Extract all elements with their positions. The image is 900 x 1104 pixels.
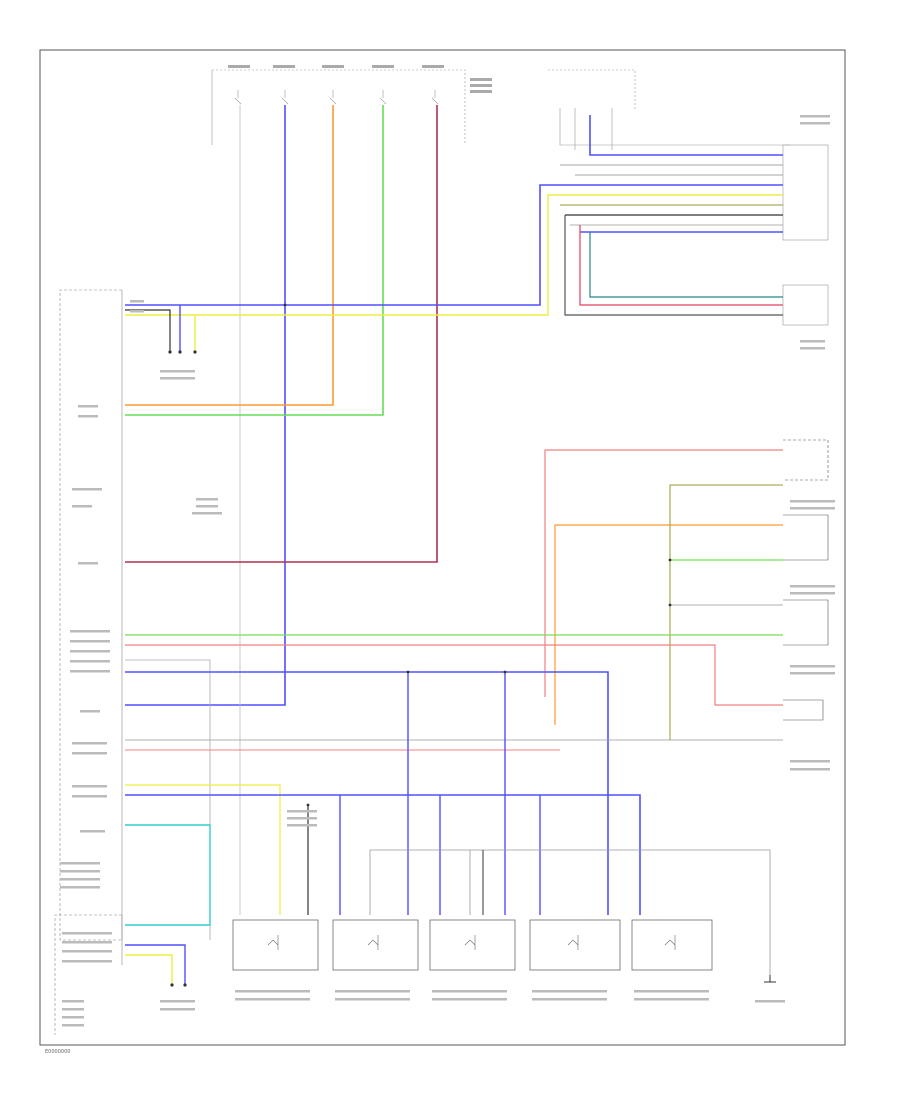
wire-blue-bus: [125, 184, 783, 306]
wire-dark-bus: [125, 309, 171, 352]
fuse-block-top: [211, 69, 466, 145]
wire-dark-loop: [564, 215, 783, 316]
wire-yellow-bus: [125, 194, 783, 316]
fuse-2: [281, 90, 289, 105]
control-unit-bottom: [54, 914, 123, 1035]
wire-teal-loop: [589, 232, 783, 298]
actuator-symbols: [267, 935, 676, 950]
wire-blue-long: [125, 671, 609, 915]
fuse-small-labels: [228, 65, 492, 93]
wire-gray-long: [125, 659, 211, 940]
wire-pink-long: [125, 644, 783, 706]
fuse-5: [431, 90, 439, 105]
wire-blue-top-right: [589, 115, 783, 156]
wire-pink-loop: [579, 225, 783, 306]
wire-orange-fuse: [125, 105, 334, 406]
diagram-frame: [39, 49, 846, 1046]
wire-yellow-act: [125, 784, 281, 915]
actuator-5: [631, 919, 713, 971]
wire-darkred-fuse: [125, 105, 438, 563]
fuse-1: [234, 90, 242, 105]
actuator-1: [232, 919, 319, 971]
footer-code: E0000000: [45, 1049, 70, 1055]
connector-dots: [168, 303, 672, 987]
tiny-labels: [60, 115, 835, 1027]
actuator-boxes: [232, 919, 713, 971]
actuator-4: [529, 919, 621, 971]
wire-yellow-bottom: [125, 954, 173, 985]
actuator-2: [332, 919, 419, 971]
fuse-4: [379, 90, 387, 105]
control-module-box: [59, 289, 123, 941]
fuse-3: [329, 90, 337, 105]
ground-symbol: [764, 975, 776, 983]
wire-cyan: [125, 824, 211, 926]
wire-gray-ground: [369, 849, 771, 975]
actuator-3: [429, 919, 516, 971]
wire-pink-sensor: [544, 449, 783, 697]
wire-green-fuse: [125, 105, 384, 416]
sensor-boxes-right: [783, 439, 829, 721]
wire-olive-sensor: [669, 484, 783, 740]
wire-blue-act: [125, 794, 641, 915]
wire-orange-sensor: [554, 524, 783, 725]
wire-blue-bottom: [125, 944, 186, 985]
